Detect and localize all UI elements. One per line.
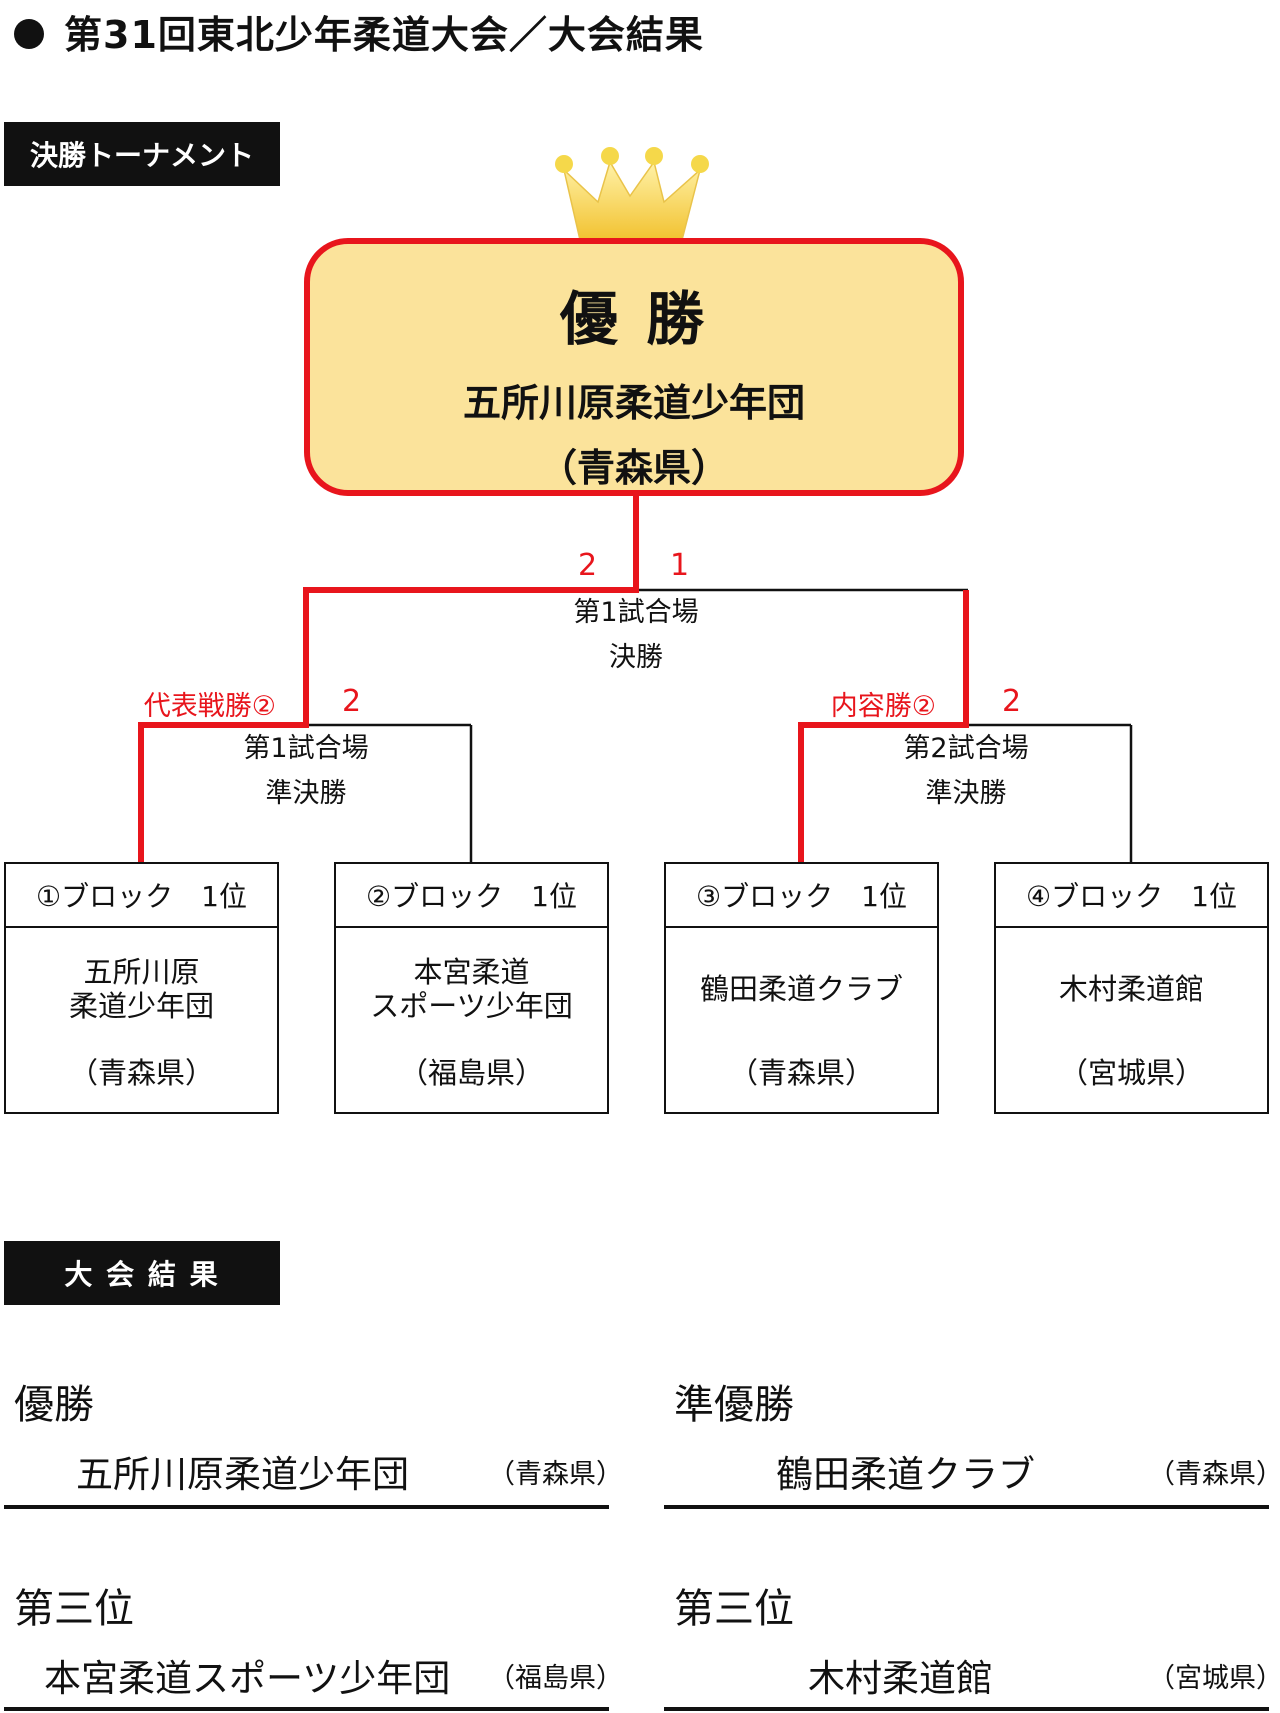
block-1-prefecture: （青森県） — [68, 1056, 214, 1090]
block-2-header: ②ブロック 1位 — [336, 864, 607, 928]
semifinal-left-score: 2 — [342, 684, 362, 719]
final-venue: 第1試合場 — [573, 597, 699, 628]
result-3-place: 第三位 — [14, 1586, 134, 1632]
block-3-header: ③ブロック 1位 — [666, 864, 937, 928]
final-score-left: 2 — [578, 548, 598, 583]
result-4-place: 第三位 — [674, 1586, 794, 1632]
result-1-prefecture: （青森県） — [488, 1459, 623, 1490]
block-3-team: 鶴田柔道クラブ — [699, 972, 903, 1006]
bracket-lines — [138, 496, 1133, 862]
semifinal-left-note: 代表戦勝② — [143, 691, 276, 722]
semifinal-right-venue: 第2試合場 — [903, 733, 1029, 764]
semifinal-right-round: 準決勝 — [925, 778, 1007, 809]
result-1-rule — [4, 1505, 609, 1509]
block-3-prefecture: （青森県） — [728, 1056, 874, 1090]
result-2-rule — [664, 1505, 1269, 1509]
final-round: 決勝 — [609, 642, 663, 673]
result-2-place: 準優勝 — [674, 1382, 794, 1428]
bullet-icon — [14, 18, 44, 49]
semifinal-left-venue: 第1試合場 — [243, 733, 369, 764]
block-4-team: 木村柔道館 — [1058, 972, 1204, 1006]
block-4-header: ④ブロック 1位 — [996, 864, 1267, 928]
semifinal-left-label: 第1試合場 準決勝 — [206, 726, 406, 816]
result-1-place: 優勝 — [14, 1382, 94, 1428]
result-3-team: 本宮柔道スポーツ少年団 — [44, 1657, 451, 1700]
result-3-rule — [4, 1707, 609, 1711]
champion-box: 優 勝 五所川原柔道少年団 （青森県） — [304, 238, 964, 496]
page-title-text: 第31回東北少年柔道大会／大会結果 — [64, 13, 704, 57]
semifinal-right-score: 2 — [1002, 684, 1022, 719]
champion-heading: 優 勝 — [559, 285, 709, 353]
block-4-prefecture: （宮城県） — [1058, 1056, 1204, 1090]
bracket-section-label: 決勝トーナメント — [4, 122, 280, 186]
page-title: 第31回東北少年柔道大会／大会結果 — [14, 4, 704, 59]
semifinal-right-label: 第2試合場 準決勝 — [866, 726, 1066, 816]
winner-path-right — [798, 590, 969, 862]
crown-icon — [555, 147, 709, 240]
winner-path-left — [138, 496, 639, 862]
block-1-header: ①ブロック 1位 — [6, 864, 277, 928]
champion-team: 五所川原柔道少年団 — [462, 381, 805, 425]
block-2-prefecture: （福島県） — [398, 1056, 544, 1090]
result-2-prefecture: （青森県） — [1148, 1459, 1280, 1490]
champion-prefecture: （青森県） — [538, 446, 729, 490]
semifinal-left-round: 準決勝 — [265, 778, 347, 809]
result-4-team: 木村柔道館 — [808, 1657, 993, 1700]
final-match-label: 第1試合場 決勝 — [536, 590, 736, 680]
result-1-team: 五所川原柔道少年団 — [76, 1453, 409, 1496]
block-1-team: 五所川原 柔道少年団 — [68, 955, 214, 1023]
result-4-rule — [664, 1707, 1269, 1711]
semifinal-right-note: 内容勝② — [830, 691, 936, 722]
block-2-box: ②ブロック 1位 本宮柔道 スポーツ少年団 （福島県） — [334, 862, 609, 1114]
result-3-prefecture: （福島県） — [488, 1663, 623, 1694]
final-score-right: 1 — [670, 548, 690, 583]
block-4-box: ④ブロック 1位 木村柔道館 （宮城県） — [994, 862, 1269, 1114]
result-4-prefecture: （宮城県） — [1148, 1663, 1280, 1694]
results-section-label: 大 会 結 果 — [4, 1241, 280, 1305]
block-2-team: 本宮柔道 スポーツ少年団 — [370, 955, 573, 1023]
result-2-team: 鶴田柔道クラブ — [776, 1453, 1035, 1496]
block-1-box: ①ブロック 1位 五所川原 柔道少年団 （青森県） — [4, 862, 279, 1114]
block-3-box: ③ブロック 1位 鶴田柔道クラブ （青森県） — [664, 862, 939, 1114]
